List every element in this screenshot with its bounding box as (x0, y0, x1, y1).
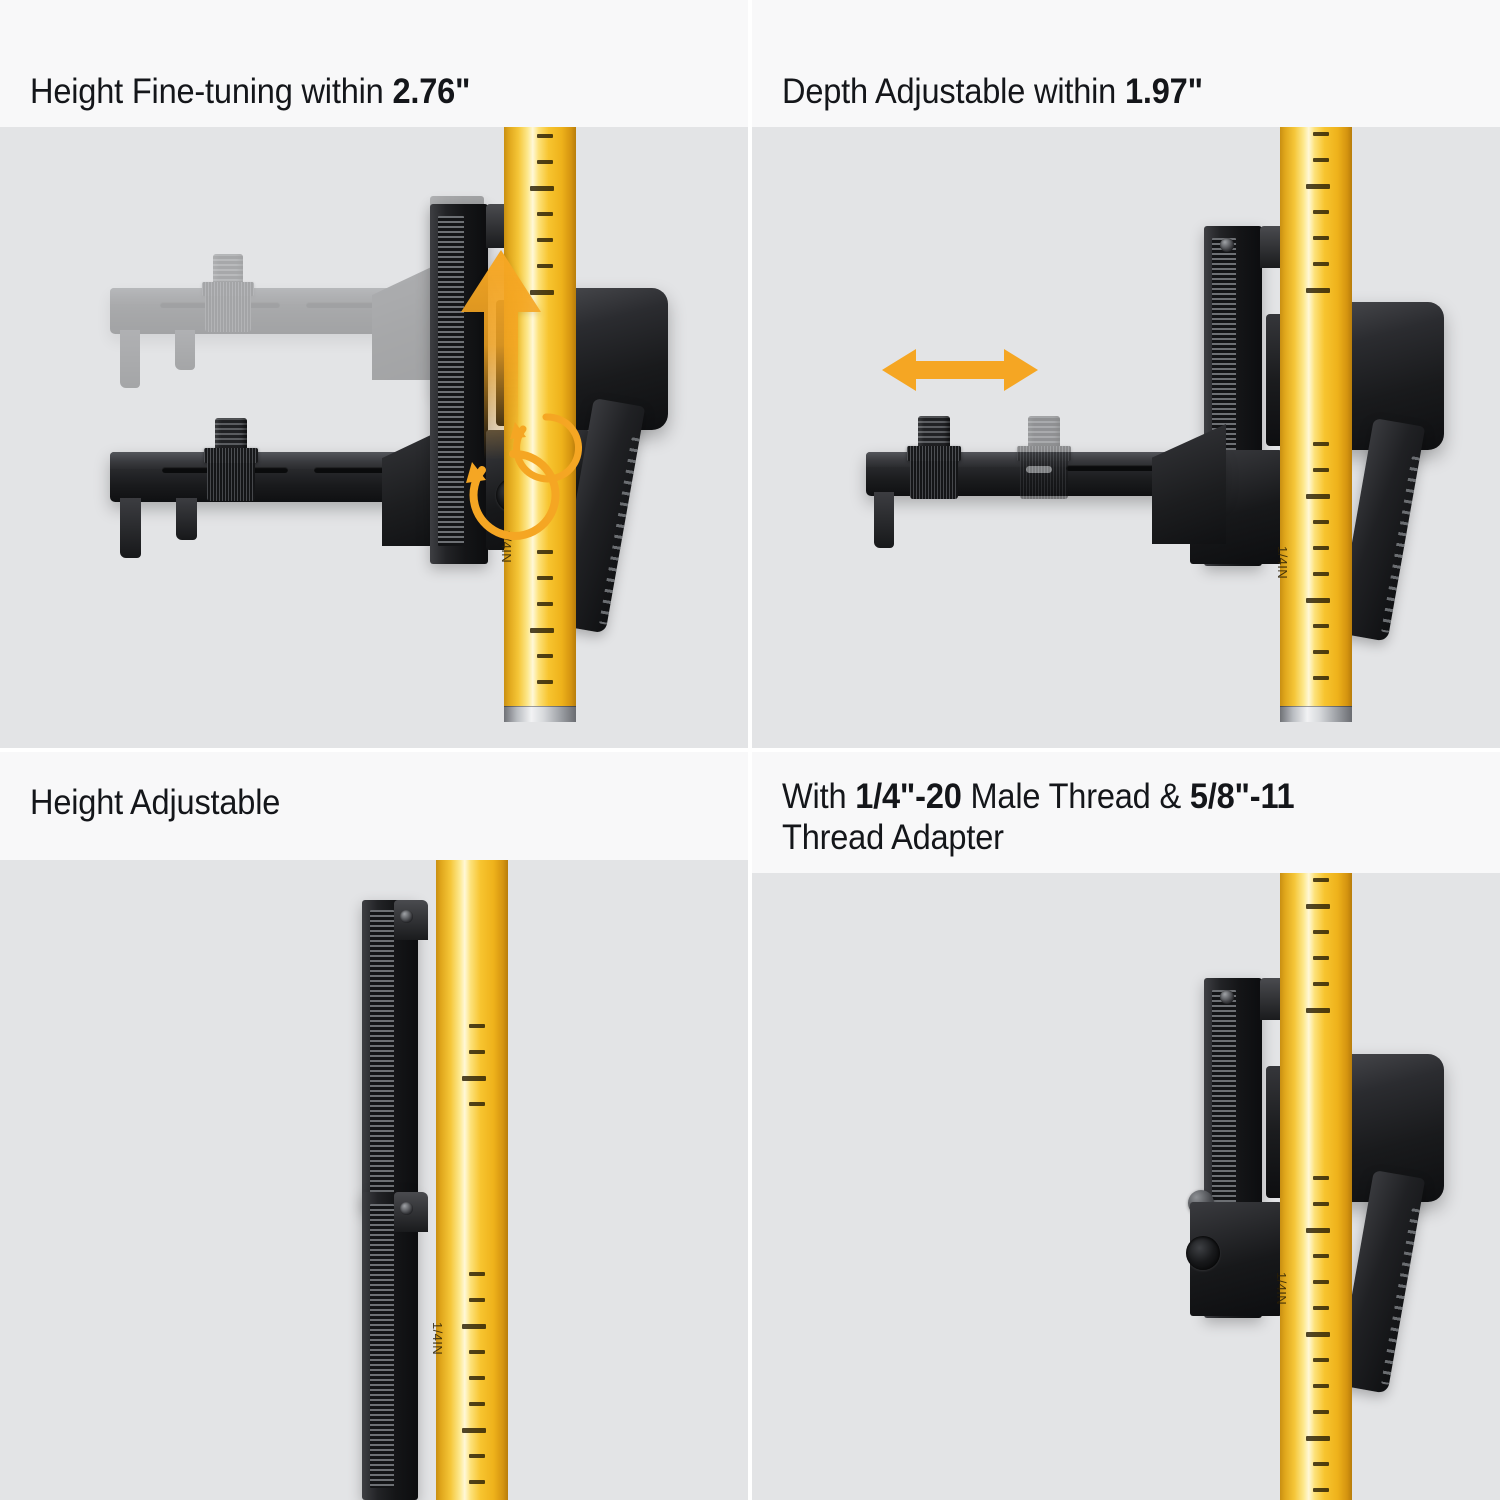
measuring-pole: 1/4IN (1274, 752, 1352, 1500)
pole-scale-label: 1/4IN (1274, 1272, 1289, 1306)
panel-header-depth-adjustable: Depth Adjustable within 1.97" (752, 0, 1500, 127)
gutter-horizontal-right (752, 748, 1500, 752)
panel-stage-thread-adapter: 1/4IN (752, 752, 1500, 1500)
trigger-serrations (1380, 1207, 1420, 1386)
gutter-vertical-top (748, 0, 752, 748)
lock-screw-rotation (466, 449, 560, 540)
pole-scale-label: 1/4IN (430, 1322, 445, 1356)
mount-arm-hook-left (120, 498, 141, 558)
panel-header-height-fine-tuning: Height Fine-tuning within 2.76" (0, 0, 748, 127)
headline-depth-adjustable: Depth Adjustable within 1.97" (782, 72, 1203, 112)
stud-knurled-base (207, 463, 255, 501)
stud-thread (918, 416, 950, 448)
pole-scale-label: 1/4IN (1275, 546, 1290, 580)
fine-tune-up-arrow (461, 250, 541, 460)
pole-tick-marks (436, 752, 508, 1500)
rail-screw-lower (400, 1202, 413, 1215)
rail-screw-upper (400, 910, 413, 923)
thread-stud (200, 414, 262, 514)
measuring-pole: 1/4IN (430, 752, 508, 1500)
pole-tick-marks (1280, 752, 1352, 1500)
mount-arm-hook-right (176, 498, 197, 540)
gutter-vertical-bottom (748, 752, 752, 1500)
stud-knurled-base (910, 461, 958, 499)
panel-height-fine-tuning: 1/4IN (0, 0, 748, 748)
stud-thread (215, 418, 247, 450)
trigger-serrations (1380, 455, 1420, 634)
ghost-thread-stud (198, 250, 258, 346)
rack-teeth (438, 216, 464, 546)
panel-header-thread-adapter: With 1/4"-20 Male Thread & 5/8"-11 Threa… (752, 752, 1500, 873)
panel-header-height-adjustable: Height Adjustable (0, 752, 748, 860)
thread-stud (902, 412, 966, 514)
panel-height-adjustable: 1/4IN (0, 752, 748, 1500)
gutter-horizontal-left (0, 748, 748, 752)
lock-screw (1186, 1236, 1220, 1270)
mount-arm-hook-left (874, 492, 894, 548)
rail-screw-top (1220, 990, 1234, 1004)
panel-stage-height-adjustable: 1/4IN (0, 752, 748, 1500)
pole-bottom-collar (504, 706, 576, 722)
depth-adjust-arrow (882, 349, 1038, 391)
panel-thread-adapter: 1/4IN (752, 752, 1500, 1500)
headline-height-fine-tuning: Height Fine-tuning within 2.76" (30, 72, 471, 112)
headline-thread-adapter: With 1/4"-20 Male Thread & 5/8"-11 Threa… (782, 777, 1295, 858)
ghost-thread-stud (1012, 412, 1076, 514)
stud-knurled-collar (907, 446, 961, 461)
rack-teeth-upper (370, 910, 394, 1198)
rail-screw-top (1220, 238, 1234, 252)
mount-arm-gusset (1152, 424, 1226, 544)
panel-stage-depth-adjustable: 1/4IN (752, 0, 1500, 748)
stud-knurled-collar (204, 448, 258, 463)
rack-teeth-lower (370, 1204, 394, 1488)
pole-bottom-collar (1280, 706, 1352, 722)
panel-depth-adjustable: 1/4IN (752, 0, 1500, 748)
headline-height-adjustable: Height Adjustable (30, 783, 281, 822)
trigger-serrations (598, 437, 640, 625)
gutter-center-cross (748, 748, 752, 752)
